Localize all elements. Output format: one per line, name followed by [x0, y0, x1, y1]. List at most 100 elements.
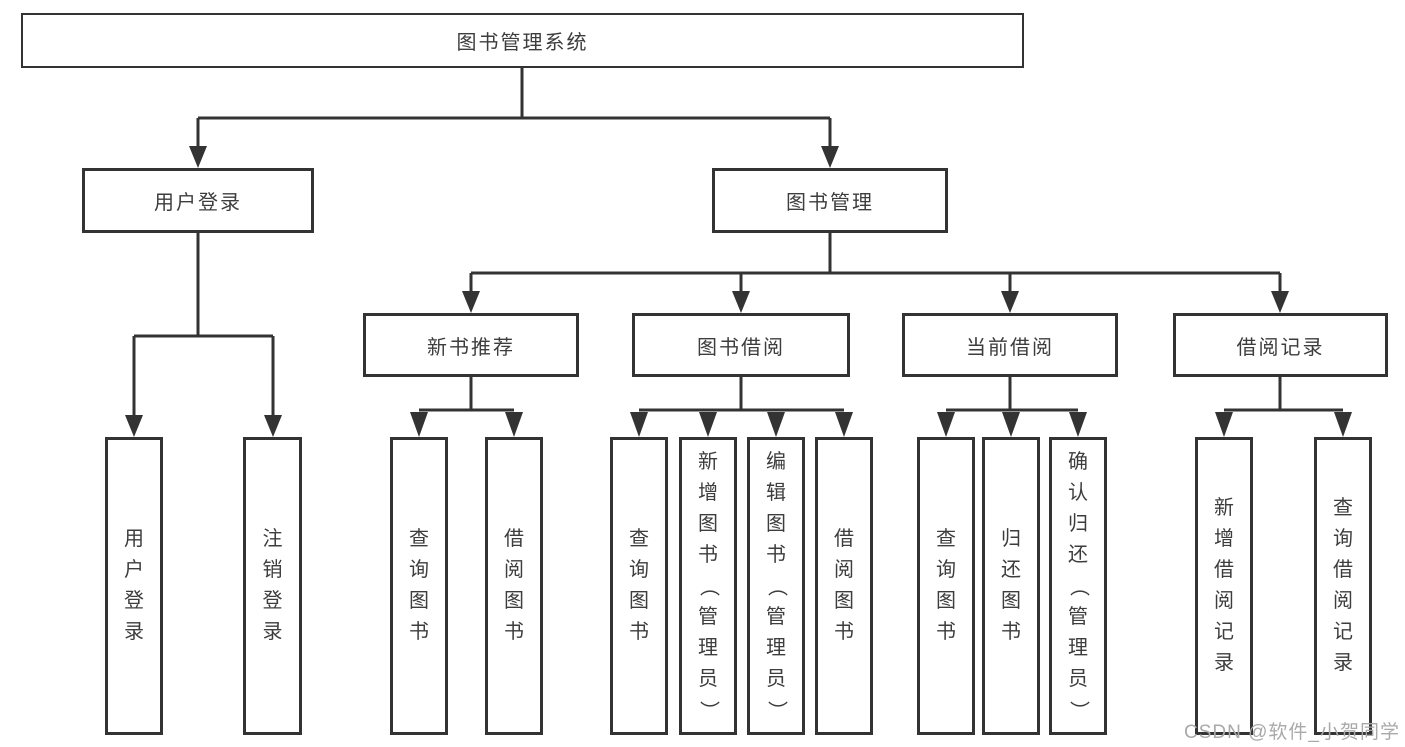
- node-leaf-logout-label: 注销登录: [246, 440, 299, 732]
- node-leaf-cb-query-books: 查询图书: [917, 437, 975, 735]
- node-leaf-user-login-label: 用户登录: [108, 440, 160, 732]
- node-current-borrowing-label: 当前借阅: [966, 336, 1054, 359]
- vertical-char: 注: [262, 528, 283, 550]
- vertical-char: ）: [765, 700, 788, 720]
- vertical-char: 户: [124, 559, 144, 581]
- vertical-char: 书: [504, 621, 524, 643]
- node-leaf-cb-return-books: 归还图书: [982, 437, 1040, 735]
- vertical-char: （: [1067, 576, 1090, 596]
- vertical-char: 询: [409, 559, 429, 581]
- vertical-char: 新: [1214, 497, 1234, 519]
- node-leaf-bb-add-books-admin-label: 新增图书（管理员）: [682, 440, 734, 732]
- node-leaf-logout: 注销登录: [243, 437, 302, 735]
- node-leaf-cb-confirm-return-admin: 确认归还（管理员）: [1049, 437, 1107, 735]
- vertical-char: 录: [124, 621, 144, 643]
- vertical-char: 图: [409, 590, 429, 612]
- vertical-char: 阅: [834, 559, 854, 581]
- vertical-char: 员: [1068, 667, 1088, 690]
- vertical-char: 图: [1001, 590, 1021, 612]
- vertical-char: 员: [698, 667, 718, 690]
- arrowhead: [1001, 291, 1019, 313]
- connector-bookmgmt-to-level3: [469, 233, 1282, 297]
- vertical-char: ）: [697, 700, 720, 720]
- vertical-char: 员: [766, 667, 786, 690]
- vertical-char: 查: [409, 528, 429, 550]
- arrowhead: [937, 412, 955, 437]
- vertical-char: 图: [834, 590, 854, 612]
- vertical-char: 管: [1068, 605, 1088, 628]
- arrowhead: [1069, 412, 1087, 437]
- node-leaf-bb-edit-books-admin: 编辑图书（管理员）: [747, 437, 805, 735]
- arrowhead: [630, 412, 648, 437]
- vertical-char: 录: [262, 621, 283, 643]
- node-leaf-bb-borrow-books: 借阅图书: [815, 437, 873, 735]
- node-leaf-cb-query-books-label: 查询图书: [920, 440, 972, 732]
- vertical-char: 记: [1214, 621, 1234, 643]
- node-book-management-label: 图书管理: [786, 192, 874, 214]
- vertical-char: 增: [698, 481, 718, 504]
- node-root-label: 图书管理系统: [456, 32, 589, 54]
- vertical-char: 查: [936, 528, 956, 550]
- vertical-char: 管: [698, 605, 718, 628]
- vertical-char: 图: [629, 590, 649, 612]
- vertical-char: 增: [1214, 528, 1234, 550]
- connector-userlogin-to-leaves: [132, 233, 275, 420]
- arrowhead: [505, 412, 523, 437]
- vertical-char: 借: [1333, 559, 1353, 581]
- vertical-char: 阅: [1214, 590, 1234, 612]
- connector-borrowing-to-leaves: [639, 377, 844, 412]
- vertical-char: 销: [262, 559, 283, 581]
- vertical-char: 辑: [766, 481, 786, 504]
- vertical-char: 编: [766, 450, 786, 473]
- arrowhead: [767, 412, 785, 437]
- vertical-char: 登: [124, 590, 144, 612]
- node-current-borrowing: 当前借阅: [902, 313, 1118, 377]
- node-book-management: 图书管理: [712, 168, 948, 233]
- vertical-char: 登: [262, 590, 283, 612]
- node-leaf-cb-return-books-label: 归还图书: [985, 440, 1037, 732]
- node-borrowing-records: 借阅记录: [1173, 313, 1388, 377]
- node-book-borrowing: 图书借阅: [632, 313, 850, 377]
- vertical-char: 阅: [504, 559, 524, 581]
- arrowhead: [264, 415, 282, 437]
- connector-root-to-level2: [196, 68, 832, 150]
- vertical-char: 用: [124, 528, 144, 550]
- connector-records-to-leaves: [1224, 377, 1343, 412]
- arrowhead: [835, 412, 853, 437]
- arrowhead: [189, 146, 207, 168]
- arrowhead: [125, 415, 143, 437]
- vertical-char: 查: [1333, 497, 1353, 519]
- node-leaf-br-add-record-label: 新增借阅记录: [1198, 440, 1250, 732]
- vertical-char: 询: [629, 559, 649, 581]
- vertical-char: 归: [1068, 512, 1088, 535]
- vertical-char: 归: [1001, 528, 1021, 550]
- vertical-char: 录: [1214, 652, 1234, 674]
- vertical-char: 书: [629, 621, 649, 643]
- node-leaf-nbr-borrow-books: 借阅图书: [485, 437, 543, 735]
- node-leaf-bb-query-books-label: 查询图书: [613, 440, 665, 732]
- arrowhead: [732, 291, 750, 313]
- node-leaf-nbr-query-books: 查询图书: [390, 437, 448, 735]
- vertical-char: 还: [1068, 543, 1088, 566]
- node-leaf-cb-confirm-return-admin-label: 确认归还（管理员）: [1052, 440, 1104, 732]
- vertical-char: 图: [766, 512, 786, 535]
- vertical-char: 借: [1214, 559, 1234, 581]
- vertical-char: 理: [698, 636, 718, 659]
- vertical-char: 图: [504, 590, 524, 612]
- vertical-char: 理: [766, 636, 786, 659]
- vertical-char: 图: [698, 512, 718, 535]
- arrowhead: [699, 412, 717, 437]
- connector-newbook-to-leaves: [419, 377, 514, 412]
- node-user-login: 用户登录: [82, 168, 314, 233]
- node-book-borrowing-label: 图书借阅: [697, 336, 785, 359]
- vertical-char: 书: [766, 543, 786, 566]
- node-leaf-br-query-record-label: 查询借阅记录: [1317, 440, 1369, 732]
- node-leaf-nbr-borrow-books-label: 借阅图书: [488, 440, 540, 732]
- node-leaf-bb-edit-books-admin-label: 编辑图书（管理员）: [750, 440, 802, 732]
- node-new-book-recommend: 新书推荐: [363, 313, 579, 377]
- node-user-login-label: 用户登录: [154, 192, 242, 214]
- vertical-char: 书: [936, 621, 956, 643]
- arrowhead: [1334, 412, 1352, 437]
- arrowhead: [1215, 412, 1233, 437]
